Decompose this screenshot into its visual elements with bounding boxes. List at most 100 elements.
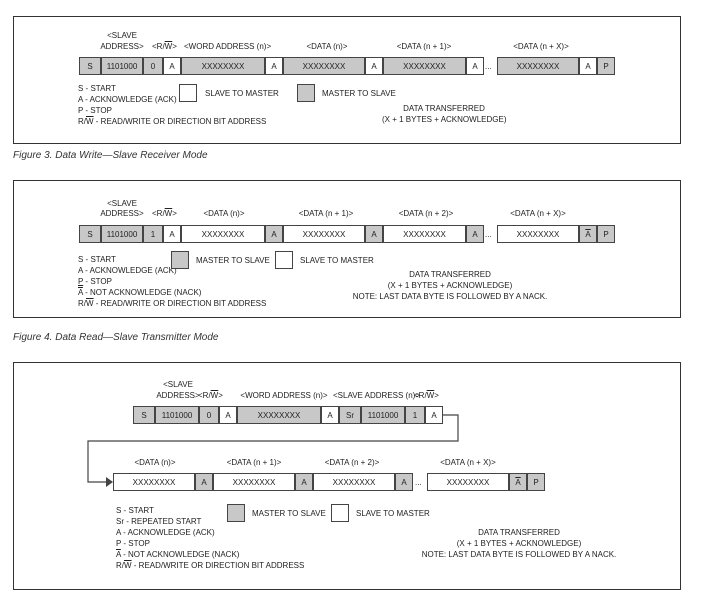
fig5-ack-cell: A [321, 406, 339, 424]
fig3-slave-header: <SLAVE [107, 31, 137, 40]
fig4-legend-nack: A - NOT ACKNOWLEDGE (NACK) [78, 288, 202, 297]
fig3-data-transferred: DATA TRANSFERRED [403, 104, 485, 113]
fig3-ellipsis: ... [485, 62, 492, 71]
fig5-ack-cell: A [395, 473, 413, 491]
fig5-data-transferred: DATA TRANSFERRED [478, 528, 560, 537]
fig4-data-nx-header: <DATA (n + X)> [510, 209, 566, 218]
fig4-data-n-cell: XXXXXXXX [181, 225, 265, 243]
fig4-ellipsis: ... [485, 230, 492, 239]
fig4-address-cell: 1101000 [101, 225, 143, 243]
fig3-legend-start: S - START [78, 84, 116, 93]
fig5-legend-nack: A - NOT ACKNOWLEDGE (NACK) [116, 550, 240, 559]
fig4-data-transferred: DATA TRANSFERRED [409, 270, 491, 279]
fig5-ack-cell: A [219, 406, 237, 424]
fig5-slave-address-cell: 1101000 [361, 406, 405, 424]
fig3-rw-header: <R/W> [152, 42, 177, 51]
fig4-data-n-header: <DATA (n)> [203, 209, 245, 218]
fig4-key-white-swatch [275, 251, 293, 269]
fig4-data-n1-header: <DATA (n + 1)> [298, 209, 354, 218]
fig4-ack-cell: A [265, 225, 283, 243]
fig5-legend-rw: R/W - READ/WRITE OR DIRECTION BIT ADDRES… [116, 561, 305, 570]
fig3-rw-bit-cell: 0 [143, 57, 163, 75]
fig5-ack-cell: A [195, 473, 213, 491]
fig4-start-cell: S [79, 225, 101, 243]
fig5-legend-ack: A - ACKNOWLEDGE (ACK) [116, 528, 215, 537]
fig4-legend-ack: A - ACKNOWLEDGE (ACK) [78, 266, 177, 275]
fig4-data-transferred-detail: (X + 1 BYTES + ACKNOWLEDGE) [387, 281, 513, 290]
fig5-legend-stop: P - STOP [116, 539, 150, 548]
fig3-data-transferred-detail: (X + 1 BYTES + ACKNOWLEDGE) [382, 115, 507, 124]
fig5-data-transferred-detail: (X + 1 BYTES + ACKNOWLEDGE) [456, 539, 582, 548]
fig5-address-header: ADDRESS> [156, 391, 200, 400]
fig3-ack-cell: A [579, 57, 597, 75]
fig5-start-cell: S [133, 406, 155, 424]
fig5-rw-bit-cell: 0 [199, 406, 219, 424]
fig3-legend-stop: P - STOP [78, 106, 112, 115]
fig5-repeated-start-cell: Sr [339, 406, 361, 424]
fig4-rw-bit-cell: 1 [143, 225, 163, 243]
fig4-nack-note: NOTE: LAST DATA BYTE IS FOLLOWED BY A NA… [352, 292, 548, 301]
fig3-key-gray-swatch [297, 84, 315, 102]
fig4-legend-stop: P - STOP [78, 277, 112, 286]
fig3-ack-cell: A [466, 57, 484, 75]
fig4-data-nx-cell: XXXXXXXX [497, 225, 579, 243]
fig5-data-n2-cell: XXXXXXXX [313, 473, 395, 491]
fig4-key-gray-swatch [171, 251, 189, 269]
fig3-ack-cell: A [265, 57, 283, 75]
fig3-data-nx-cell: XXXXXXXX [497, 57, 579, 75]
fig5-data-n1-cell: XXXXXXXX [213, 473, 295, 491]
fig3-legend-rw: R/W - READ/WRITE OR DIRECTION BIT ADDRES… [78, 117, 267, 126]
fig3-key-white-label: SLAVE TO MASTER [205, 89, 279, 98]
fig5-rw-bit-cell-2: 1 [405, 406, 425, 424]
fig5-nack-note: NOTE: LAST DATA BYTE IS FOLLOWED BY A NA… [421, 550, 617, 559]
fig3-start-cell: S [79, 57, 101, 75]
fig4-legend-start: S - START [78, 255, 116, 264]
fig5-slave-address-n-header: <SLAVE ADDRESS (n)> [333, 391, 420, 400]
fig5-key-gray-swatch [227, 504, 245, 522]
fig3-address-cell: 1101000 [101, 57, 143, 75]
fig5-word-address-cell: XXXXXXXX [237, 406, 321, 424]
fig3-data-n-header: <DATA (n)> [306, 42, 348, 51]
fig5-ack-cell: A [295, 473, 313, 491]
fig4-rw-header: <R/W> [152, 209, 177, 218]
fig5-data-n-cell: XXXXXXXX [113, 473, 195, 491]
fig4-data-n2-header: <DATA (n + 2)> [398, 209, 454, 218]
fig4-slave-header: <SLAVE [107, 199, 137, 208]
fig4-data-n1-cell: XXXXXXXX [283, 225, 365, 243]
fig3-word-address-cell: XXXXXXXX [181, 57, 265, 75]
fig5-data-nx-header: <DATA (n + X)> [440, 458, 496, 467]
fig5-ellipsis: ... [415, 478, 422, 487]
fig4-legend-rw: R/W - READ/WRITE OR DIRECTION BIT ADDRES… [78, 299, 267, 308]
figure-4-panel [13, 180, 681, 318]
fig5-data-n2-header: <DATA (n + 2)> [324, 458, 380, 467]
fig3-data-n1-header: <DATA (n + 1)> [396, 42, 452, 51]
fig3-data-n-cell: XXXXXXXX [283, 57, 365, 75]
fig5-legend-start: S - START [116, 506, 154, 515]
fig5-key-gray-label: MASTER TO SLAVE [252, 509, 326, 518]
fig5-data-n1-header: <DATA (n + 1)> [226, 458, 282, 467]
fig3-key-gray-label: MASTER TO SLAVE [322, 89, 396, 98]
fig4-ack-cell: A [163, 225, 181, 243]
fig5-rw-header: <R/W> [198, 391, 223, 400]
fig3-data-n1-cell: XXXXXXXX [383, 57, 466, 75]
fig4-key-gray-label: MASTER TO SLAVE [196, 256, 270, 265]
fig3-ack-cell: A [163, 57, 181, 75]
fig5-stop-cell: P [527, 473, 545, 491]
fig3-data-nx-header: <DATA (n + X)> [513, 42, 569, 51]
figure-3-caption: Figure 3. Data Write—Slave Receiver Mode [13, 150, 208, 161]
fig5-address-cell: 1101000 [155, 406, 199, 424]
fig3-ack-cell: A [365, 57, 383, 75]
fig5-data-nx-cell: XXXXXXXX [427, 473, 509, 491]
fig5-rw-header-2: <R/W> [414, 391, 439, 400]
fig4-key-white-label: SLAVE TO MASTER [300, 256, 374, 265]
fig4-address-header: ADDRESS> [100, 209, 144, 218]
fig5-word-address-header: <WORD ADDRESS (n)> [240, 391, 328, 400]
fig4-ack-cell: A [365, 225, 383, 243]
fig3-address-header: ADDRESS> [100, 42, 144, 51]
fig3-stop-cell: P [597, 57, 615, 75]
fig5-key-white-swatch [331, 504, 349, 522]
fig5-nack-cell: A [509, 473, 527, 491]
fig3-key-white-swatch [179, 84, 197, 102]
fig5-legend-repeated-start: Sr - REPEATED START [116, 517, 202, 526]
